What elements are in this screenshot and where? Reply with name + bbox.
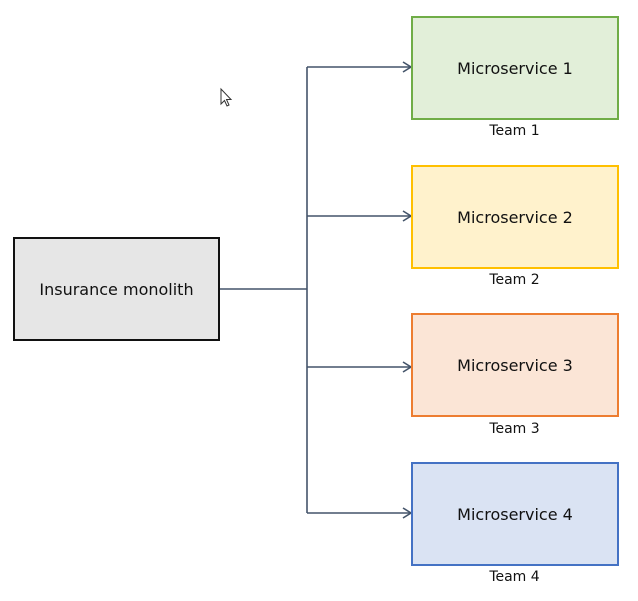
- microservice-1-box[interactable]: Microservice 1: [411, 16, 619, 120]
- insurance-monolith-box[interactable]: Insurance monolith: [13, 237, 220, 341]
- microservice-4-label: Microservice 4: [457, 504, 573, 524]
- microservice-2-label: Microservice 2: [457, 207, 573, 227]
- mouse-pointer-icon: [220, 87, 233, 107]
- team-4-label: Team 4: [489, 569, 540, 585]
- team-2-label: Team 2: [489, 272, 540, 288]
- microservice-1-label: Microservice 1: [457, 58, 573, 78]
- team-3-label: Team 3: [489, 421, 540, 437]
- microservice-4-box[interactable]: Microservice 4: [411, 462, 619, 566]
- insurance-monolith-label: Insurance monolith: [39, 279, 194, 299]
- microservice-3-box[interactable]: Microservice 3: [411, 313, 619, 417]
- microservice-2-box[interactable]: Microservice 2: [411, 165, 619, 269]
- microservice-3-label: Microservice 3: [457, 355, 573, 375]
- team-1-label: Team 1: [489, 123, 540, 139]
